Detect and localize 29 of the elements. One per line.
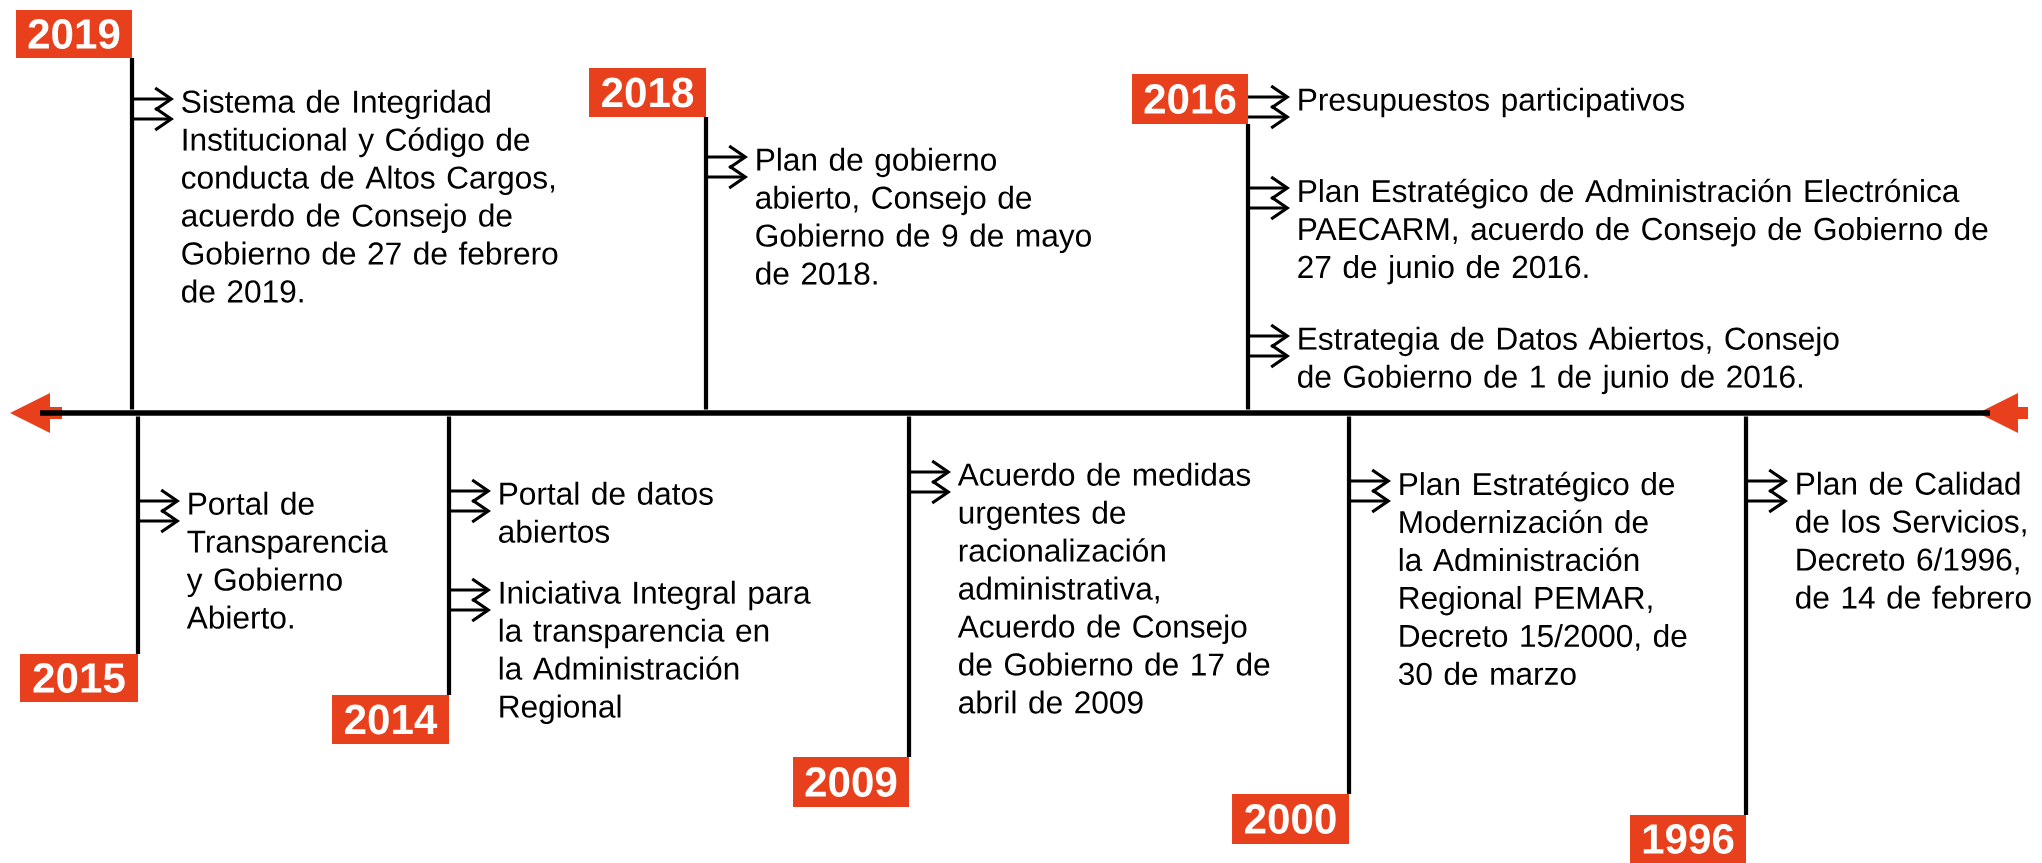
timeline-stem <box>906 416 912 757</box>
event-text: Estrategia de Datos Abiertos, Consejo de Gobierno de 1 de junio de 2016. <box>1298 326 1839 395</box>
event-text: Plan de Calidad de los Servicios, Decreto 6/1996, de 14 de febrero <box>1796 471 2031 609</box>
timeline-stem <box>1346 416 1352 794</box>
timeline-stem <box>1245 124 1251 410</box>
timeline-stem <box>129 58 135 410</box>
year-box: 2019 <box>16 10 132 58</box>
double-arrow <box>1248 84 1290 130</box>
year-box: 2014 <box>332 695 449 744</box>
timeline-stem <box>135 416 141 654</box>
year-box: 2016 <box>1132 74 1248 124</box>
event-text: Plan de gobierno abierto, Consejo de Gobierno de 9 de mayo de 2018. <box>756 147 1091 285</box>
event-text: Iniciativa Integral para la transparencia en la Administración Regional <box>499 580 811 725</box>
year-box: 2000 <box>1232 794 1349 844</box>
event-text: Portal de datos abiertos <box>499 481 713 543</box>
timeline-stem <box>1743 416 1749 815</box>
event-text: Plan Estratégico de Administración Electrónica PAECARM, acuerdo de Consejo de Gobierno de 27 de junio de 2016. <box>1298 178 1988 285</box>
year-box: 1996 <box>1630 815 1746 863</box>
event-text: Sistema de Integridad Institucional y Código de conducta de Altos Cargos, acuerdo de Consejo de Gobierno de 27 de febrero de 2019. <box>182 89 558 303</box>
event-text: Portal de Transparencia y Gobierno Abierto. <box>186 491 388 629</box>
event-text: Presupuestos participativos <box>1299 87 1685 118</box>
year-box: 2015 <box>20 654 138 702</box>
year-box: 2009 <box>793 757 909 807</box>
event-text: Acuerdo de medidas urgentes de racionalización administrativa, Acuerdo de Consejo de Gobierno de 17 de abril de 2009 <box>957 462 1270 714</box>
timeline-axis <box>40 410 1990 416</box>
timeline-stem <box>703 117 709 410</box>
year-box: 2018 <box>589 68 706 117</box>
event-text: Plan Estratégico de Modernización de la Administración Regional PEMAR, Decreto 15/2000, de 30 de marzo <box>1398 471 1687 686</box>
timeline-stem <box>446 416 452 695</box>
